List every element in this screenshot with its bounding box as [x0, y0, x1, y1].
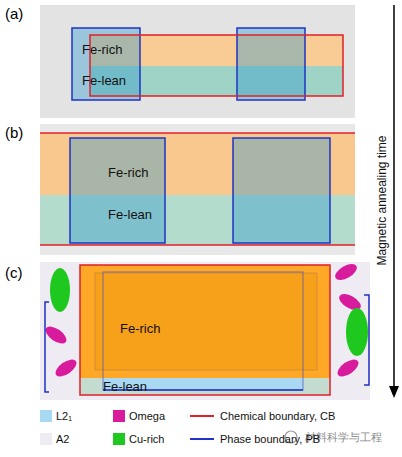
legend-swatch	[40, 433, 52, 445]
panel-label: (b)	[5, 124, 23, 141]
legend-text: L2₁	[56, 410, 72, 423]
arrow-head	[389, 386, 399, 398]
axis-label: Magnetic annealing time	[375, 135, 390, 265]
composition-band: Fe-rich	[90, 35, 343, 66]
panel-label: (c)	[5, 264, 23, 281]
legend-text: Omega	[129, 410, 165, 423]
time-arrow	[393, 5, 395, 388]
legend-line	[190, 415, 214, 417]
legend-text: Phase boundary, PB	[220, 433, 320, 446]
stage-panel: (a)Fe-richFe-lean	[40, 5, 355, 118]
band-label: Fe-rich	[82, 42, 122, 57]
chemical-boundary	[80, 265, 330, 395]
composition-band: Fe-lean	[90, 66, 343, 96]
band-label: Fe-rich	[108, 165, 148, 180]
band-label: Fe-rich	[120, 321, 160, 336]
composition-band: Fe-lean	[80, 378, 330, 395]
stage-panel: (b)Fe-richFe-lean	[40, 124, 355, 255]
legend-swatch	[113, 433, 125, 445]
legend-swatch	[113, 410, 125, 422]
band-label: Fe-lean	[108, 207, 152, 222]
panel-label: (a)	[5, 5, 23, 22]
composition-band: Fe-rich	[80, 265, 330, 378]
band-label: Fe-lean	[103, 379, 147, 394]
chemical-boundary	[90, 35, 343, 96]
legend-text: Chemical boundary, CB	[220, 410, 335, 423]
composition-band: Fe-rich	[40, 133, 355, 195]
legend-text: A2	[56, 433, 69, 446]
legend-line	[190, 438, 214, 440]
legend-swatch	[40, 410, 52, 422]
stage-panel: (c)Fe-richFe-lean	[40, 262, 370, 400]
band-label: Fe-lean	[82, 73, 126, 88]
composition-band: Fe-lean	[40, 195, 355, 245]
legend-text: Cu-rich	[129, 433, 164, 446]
